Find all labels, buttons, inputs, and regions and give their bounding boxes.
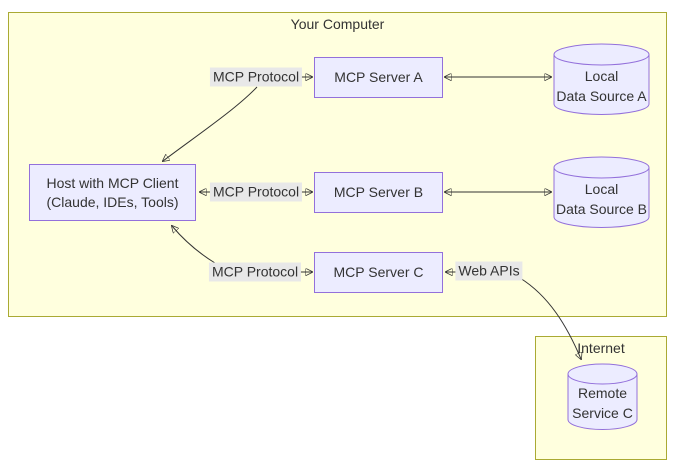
mcp-server-c-label: MCP Server C	[333, 264, 424, 280]
remote-service-c-line1: Remote	[577, 385, 628, 401]
mcp-protocol-label-b: MCP Protocol	[209, 182, 303, 202]
local-data-source-b-line1: Local	[584, 180, 619, 197]
internet-group-title: Internet	[577, 340, 625, 356]
mcp-server-c-node: MCP Server C	[314, 252, 443, 293]
edge-web-apis-to-remote-service	[519, 277, 581, 359]
edge-protocol-a-to-host	[163, 86, 258, 161]
host-node-line1: Host with MCP Client	[46, 174, 179, 191]
internet-group: Internet	[535, 336, 667, 460]
mcp-server-b-label: MCP Server B	[333, 184, 424, 200]
local-data-source-a-line1: Local	[584, 67, 619, 84]
host-node-line2: (Claude, IDEs, Tools)	[46, 193, 179, 210]
database-cylinder-icon	[553, 43, 650, 115]
mcp-server-a-node: MCP Server A	[314, 57, 443, 98]
mcp-protocol-label-a: MCP Protocol	[209, 67, 303, 87]
local-data-source-b-line2: Data Source B	[555, 200, 648, 217]
your-computer-group-title: Your Computer	[290, 16, 385, 32]
remote-service-c-node: Remote Service C	[567, 363, 638, 431]
local-data-source-b-label: Local Data Source B	[553, 156, 650, 229]
mcp-protocol-label-c: MCP Protocol	[208, 262, 302, 282]
local-data-source-b-node: Local Data Source B	[553, 156, 650, 229]
database-cylinder-icon	[553, 156, 650, 228]
web-apis-label: Web APIs	[455, 261, 523, 281]
edge-protocol-c-to-host	[172, 226, 216, 264]
remote-service-c-label: Remote Service C	[567, 363, 638, 431]
remote-service-c-line2: Service C	[572, 405, 633, 421]
database-cylinder-icon	[567, 363, 638, 430]
mcp-server-a-label: MCP Server A	[334, 69, 423, 85]
host-node: Host with MCP Client (Claude, IDEs, Tool…	[29, 164, 196, 221]
mcp-server-b-node: MCP Server B	[314, 172, 443, 213]
local-data-source-a-node: Local Data Source A	[553, 43, 650, 116]
local-data-source-a-line2: Data Source A	[556, 87, 647, 104]
local-data-source-a-label: Local Data Source A	[553, 43, 650, 116]
